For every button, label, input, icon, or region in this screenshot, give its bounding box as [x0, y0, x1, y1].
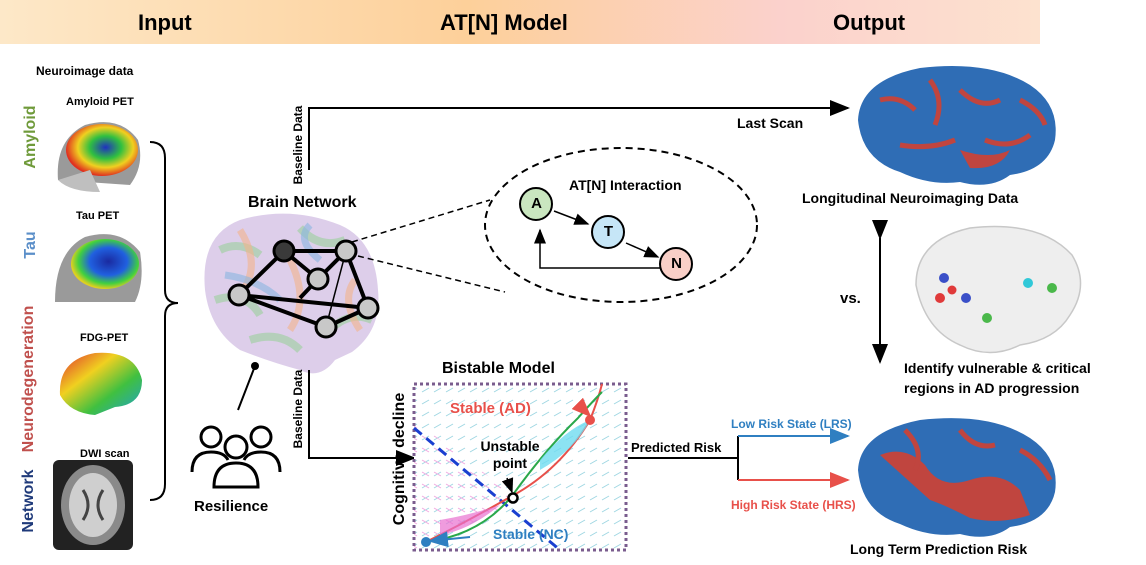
header-output: Output — [833, 10, 906, 35]
long-term-brain-image — [858, 418, 1056, 537]
unstable-line2: point — [492, 455, 528, 471]
node-n — [659, 247, 693, 281]
atn-interaction-ellipse — [484, 147, 758, 303]
predicted-risk-label: Predicted Risk — [631, 440, 722, 455]
dwi-scan-label: DWI scan — [80, 448, 130, 460]
amyloid-scan-label: Amyloid PET — [66, 96, 134, 108]
tau-scan-label: Tau PET — [76, 210, 120, 222]
baseline-data-bottom: Baseline Data — [291, 369, 305, 449]
stable-nc-label: Stable (NC) — [493, 526, 569, 542]
node-a-label: A — [531, 195, 542, 212]
bistable-title: Bistable Model — [442, 360, 555, 377]
stable-ad-label: Stable (AD) — [450, 400, 531, 417]
longitudinal-label: Longitudinal Neuroimaging Data — [802, 190, 1019, 206]
node-t — [591, 215, 625, 249]
glass-brain-image — [915, 225, 1082, 354]
node-n-label: N — [671, 255, 682, 272]
identify-line1: Identify vulnerable & critical — [904, 360, 1091, 376]
fdg-pet-image — [59, 352, 142, 415]
people-icon — [190, 425, 282, 489]
identify-line2: regions in AD progression — [904, 380, 1080, 396]
vs-label: vs. — [840, 290, 861, 307]
header-input: Input — [138, 10, 192, 35]
brain-network-graphic — [204, 213, 380, 374]
unstable-line1: Unstable — [480, 438, 540, 454]
resilience-label: Resilience — [194, 498, 269, 515]
hrs-label: High Risk State (HRS) — [731, 498, 856, 512]
longitudinal-brain-image — [858, 66, 1056, 185]
atn-interaction-title: AT[N] Interaction — [569, 177, 682, 193]
baseline-data-top: Baseline Data — [291, 105, 305, 185]
input-bracket — [149, 141, 179, 501]
node-t-label: T — [603, 223, 614, 240]
bistable-ylabel: Cognitive decline — [391, 392, 408, 526]
fdg-scan-label: FDG-PET — [80, 332, 129, 344]
neuroimage-title: Neuroimage data — [36, 64, 134, 78]
brain-network-title: Brain Network — [248, 194, 357, 211]
amyloid-pet-image — [57, 122, 141, 192]
node-a — [519, 187, 553, 221]
header-model: AT[N] Model — [440, 10, 568, 35]
tau-pet-image — [55, 234, 142, 302]
last-scan-label: Last Scan — [737, 115, 804, 131]
header-band — [0, 0, 1040, 44]
long-term-label: Long Term Prediction Risk — [850, 541, 1028, 557]
lrs-label: Low Risk State (LRS) — [731, 417, 852, 431]
bistable-plot — [412, 382, 628, 552]
dwi-scan-image — [53, 460, 133, 550]
